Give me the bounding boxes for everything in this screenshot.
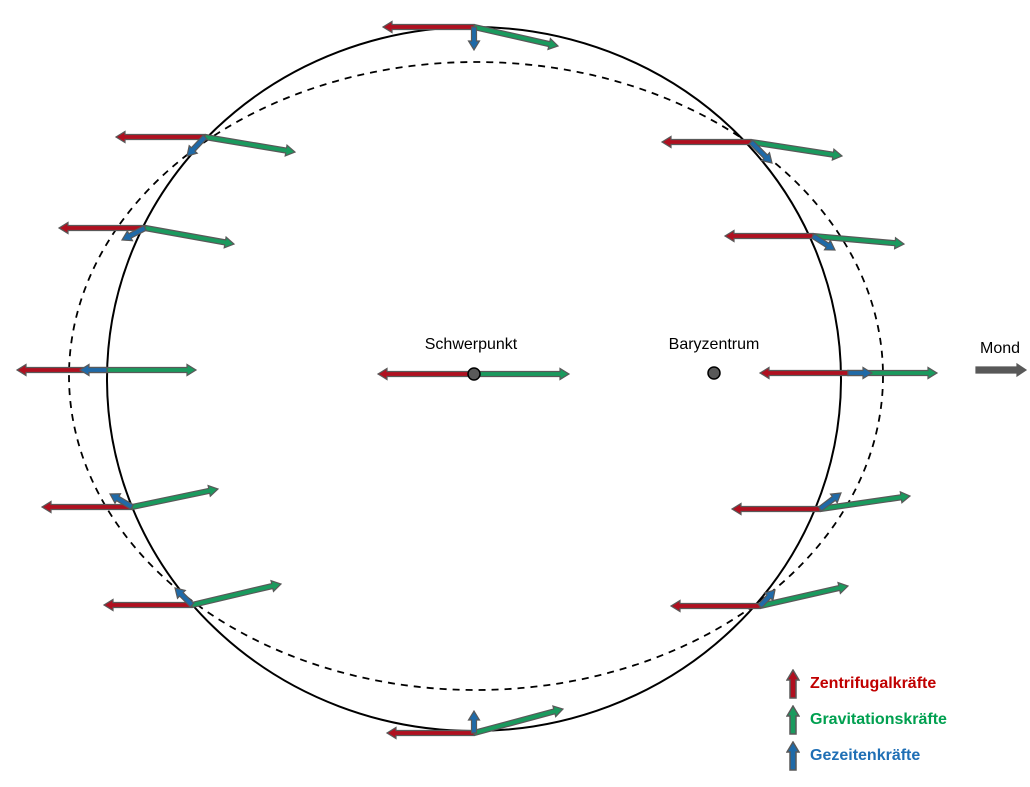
gravitation-force-arrow bbox=[812, 232, 906, 250]
centrifugal-force-arrow bbox=[381, 20, 475, 34]
tidal-force-arrow bbox=[186, 134, 208, 157]
center-gravitation-arrow bbox=[473, 367, 571, 381]
centrifugal-force-arrow bbox=[57, 221, 146, 235]
center-of-mass-label: Schwerpunkt bbox=[424, 336, 518, 353]
legend: Zentrifugalkräfte Gravitationskräfte Gez… bbox=[786, 666, 947, 774]
tidal-force-arrow bbox=[810, 233, 836, 251]
center-of-mass-dot bbox=[467, 367, 481, 381]
barycenter-dot bbox=[707, 366, 721, 380]
red-arrow-icon bbox=[786, 669, 800, 699]
tidal-force-arrow bbox=[467, 709, 481, 734]
legend-label: Gravitationskräfte bbox=[810, 711, 947, 728]
legend-label: Zentrifugalkräfte bbox=[810, 675, 937, 692]
tidal-force-arrow bbox=[78, 363, 108, 377]
centrifugal-force-arrow bbox=[723, 229, 814, 243]
legend-label: Gezeitenkräfte bbox=[810, 747, 921, 764]
tidal-force-arrow bbox=[467, 26, 481, 52]
centrifugal-force-arrow bbox=[102, 598, 193, 612]
gravitation-force-arrow bbox=[143, 224, 236, 249]
gravitation-force-arrow bbox=[472, 23, 560, 51]
gravitation-force-arrow bbox=[749, 138, 844, 162]
tidal-force-arrow bbox=[109, 493, 135, 511]
centrifugal-force-arrow bbox=[669, 599, 761, 613]
centrifugal-force-arrow bbox=[758, 366, 849, 380]
gravitation-force-arrow bbox=[203, 133, 297, 157]
tidal-force-arrow bbox=[847, 366, 874, 380]
gravitation-force-arrow bbox=[130, 484, 220, 511]
gravitation-force-arrow bbox=[190, 579, 283, 609]
gravitation-force-arrow bbox=[106, 363, 198, 377]
legend-item-centrifugal: Zentrifugalkräfte bbox=[786, 666, 947, 702]
centrifugal-force-arrow bbox=[660, 135, 752, 149]
gravitation-force-arrow bbox=[818, 490, 912, 513]
centrifugal-force-arrow bbox=[385, 726, 475, 740]
tidal-force-arrow bbox=[757, 589, 776, 609]
tidal-force-arrow bbox=[817, 492, 842, 512]
center-centrifugal-arrow bbox=[376, 367, 475, 381]
barycenter-label: Baryzentrum bbox=[668, 336, 760, 353]
blue-arrow-icon bbox=[786, 741, 800, 771]
centrifugal-force-arrow bbox=[730, 502, 821, 516]
tidal-force-arrow bbox=[174, 587, 195, 608]
legend-item-gravitation: Gravitationskräfte bbox=[786, 702, 947, 738]
moon-direction-arrow bbox=[975, 362, 1028, 378]
gravitation-force-arrow bbox=[472, 705, 565, 737]
centrifugal-force-arrow bbox=[114, 130, 206, 144]
tidal-force-arrow bbox=[748, 139, 773, 164]
centrifugal-force-arrow bbox=[40, 500, 133, 514]
legend-item-tidal: Gezeitenkräfte bbox=[786, 738, 947, 774]
moon-label: Mond bbox=[979, 340, 1021, 357]
green-arrow-icon bbox=[786, 705, 800, 735]
tidal-force-arrow bbox=[120, 224, 148, 242]
